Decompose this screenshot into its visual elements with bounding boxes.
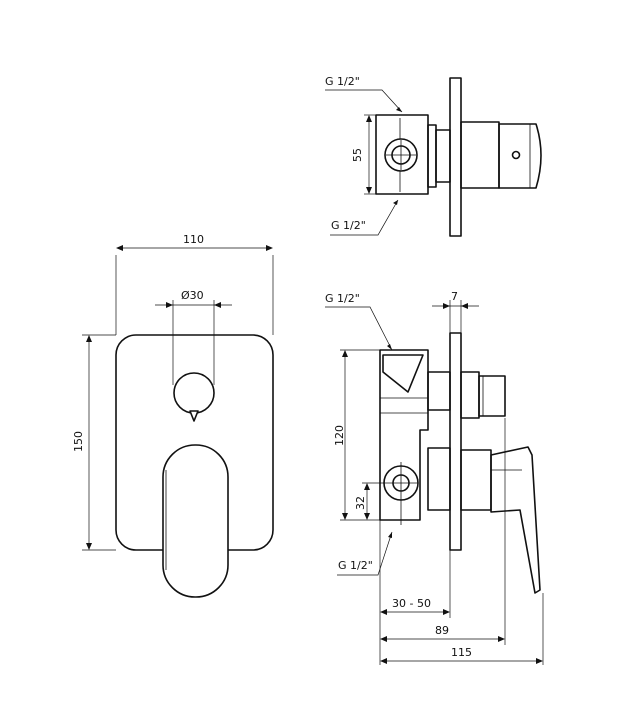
- label-dim-height: 150: [72, 431, 85, 452]
- label-dim-55: 55: [351, 148, 364, 162]
- label-dim-diameter: Ø30: [181, 289, 204, 302]
- label-thread-top-2: G 1/2": [331, 219, 366, 232]
- label-dim-7: 7: [451, 290, 458, 303]
- label-thread-side-2: G 1/2": [338, 559, 373, 572]
- label-dim-width: 110: [183, 233, 204, 246]
- label-thread-top-1: G 1/2": [325, 75, 360, 88]
- front-view: 110 Ø30 150: [72, 233, 274, 598]
- side-view: G 1/2" 7 120: [325, 290, 544, 665]
- label-dim-115: 115: [451, 646, 472, 659]
- label-dim-89: 89: [435, 624, 449, 637]
- top-view: G 1/2" 55 G 1/2": [325, 75, 542, 237]
- label-dim-30-50: 30 - 50: [392, 597, 431, 610]
- label-thread-side-1: G 1/2": [325, 292, 360, 305]
- label-dim-32: 32: [354, 496, 367, 510]
- label-dim-120: 120: [333, 425, 346, 446]
